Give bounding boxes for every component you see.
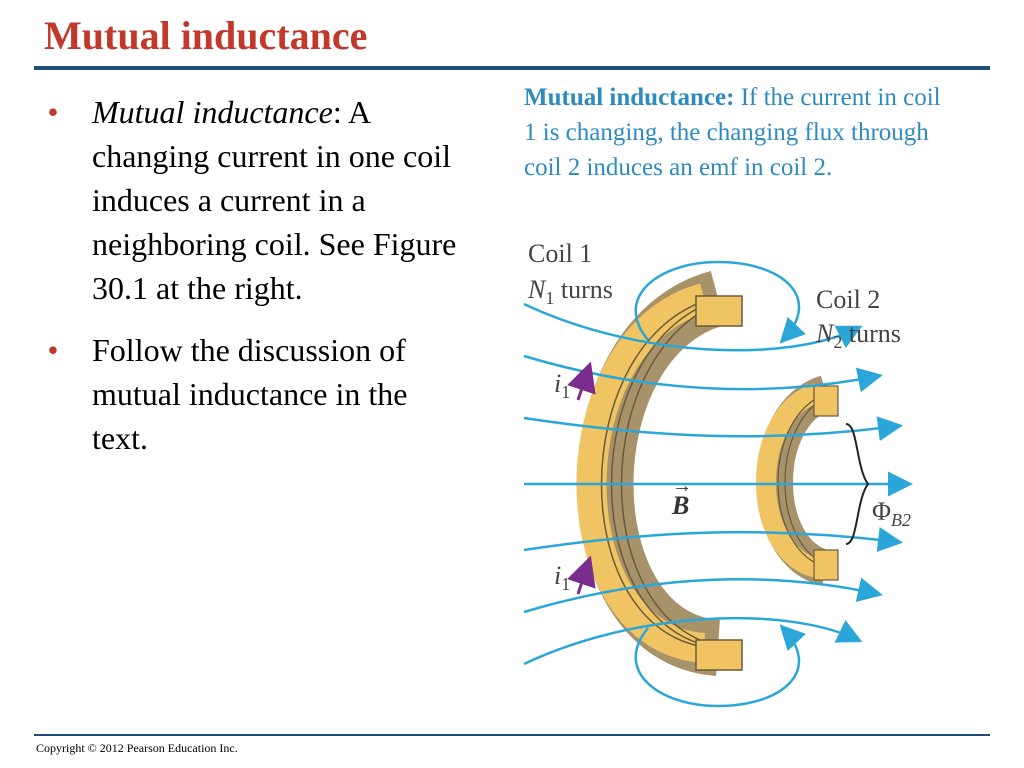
- current-arrow-upper: [567, 361, 596, 401]
- current-label-lower: i1: [554, 561, 570, 594]
- coil-2-turns: N2 turns: [815, 319, 901, 352]
- footer-divider: [34, 734, 990, 736]
- figure-caption: Mutual inductance: If the current in coi…: [524, 80, 944, 185]
- coil-1-turns: N1 turns: [527, 275, 613, 308]
- bullet-marker: •: [47, 94, 59, 130]
- bullet-list: • Mutual inductance: A changing current …: [38, 90, 468, 478]
- slide-title: Mutual inductance: [44, 13, 368, 58]
- bullet-item: • Follow the discussion of mutual induct…: [38, 328, 468, 460]
- caption-text: If the current in coil 1 is changing, th…: [524, 84, 941, 181]
- coil-2-label: Coil 2: [816, 285, 880, 314]
- field-vector-arrow: →: [672, 475, 692, 497]
- current-label-upper: i1: [554, 369, 570, 402]
- current-arrow-lower: [567, 555, 596, 595]
- field-label: B: [671, 491, 689, 520]
- bullet-item: • Mutual inductance: A changing current …: [38, 90, 468, 310]
- title-divider: [34, 66, 990, 70]
- copyright-notice: Copyright © 2012 Pearson Education Inc.: [36, 741, 238, 755]
- bullet-marker: •: [47, 332, 59, 368]
- bullet-term: Mutual inductance: [92, 94, 333, 130]
- bullet-text: Follow the discussion of mutual inductan…: [92, 332, 408, 456]
- coil-1-label: Coil 1: [528, 239, 592, 268]
- mutual-inductance-figure: Coil 1 N1 turns Coil 2 N2 turns i1 i1 B …: [523, 239, 913, 708]
- bullet-text: : A changing current in one coil induces…: [92, 94, 457, 306]
- coil-2: [756, 375, 839, 586]
- flux-brace: [845, 423, 870, 545]
- caption-heading: Mutual inductance:: [524, 84, 735, 111]
- flux-label: ΦB2: [872, 497, 911, 530]
